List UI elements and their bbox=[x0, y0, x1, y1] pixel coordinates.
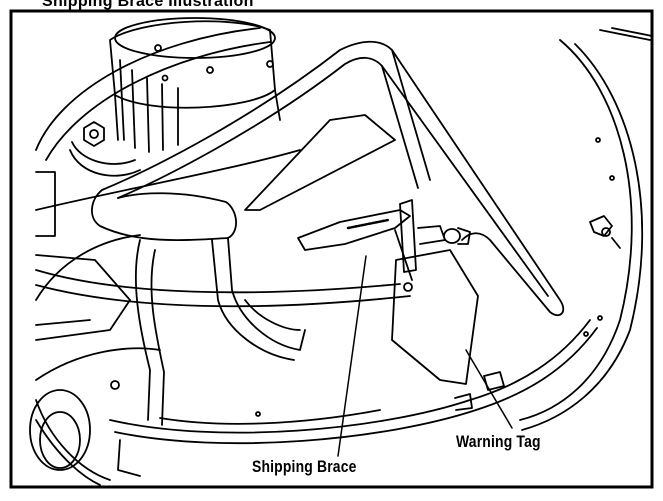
pulley-housing bbox=[109, 20, 276, 109]
discharge-chute bbox=[101, 40, 565, 317]
warning-tag-shape bbox=[391, 249, 479, 385]
warning-tag-leader bbox=[465, 349, 513, 429]
shipping-brace-label: Shipping Brace bbox=[252, 457, 357, 476]
deck-outer-arc bbox=[35, 27, 261, 151]
shipping-brace bbox=[297, 209, 411, 251]
warning-tag-label: Warning Tag bbox=[456, 432, 541, 451]
figure-border bbox=[9, 9, 654, 489]
shipping-brace-leader bbox=[337, 255, 367, 457]
figure-top-caption: Shipping Brace Illustration bbox=[42, 0, 254, 10]
